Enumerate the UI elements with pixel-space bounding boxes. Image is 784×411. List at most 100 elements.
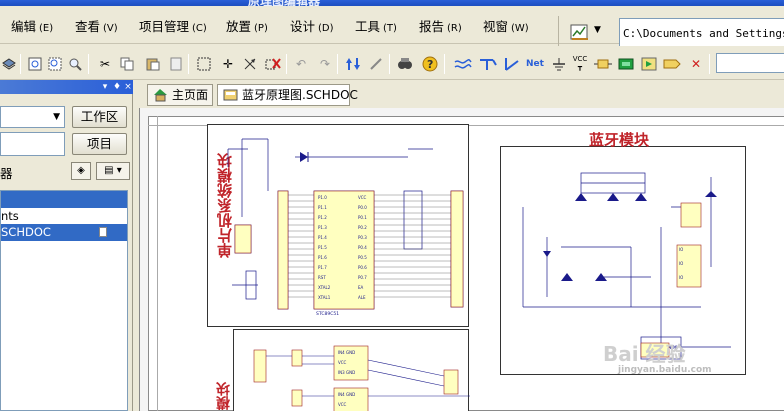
svg-text:XTAL1: XTAL1	[318, 295, 331, 300]
svg-text:IO: IO	[679, 247, 683, 252]
chevron-down-icon: ▼	[53, 112, 60, 122]
schematic-canvas[interactable]: 单片机系统模块	[139, 108, 784, 411]
menu-view[interactable]: 查看(V)	[75, 19, 118, 34]
svg-text:P0.0: P0.0	[358, 205, 367, 210]
third-module-frame[interactable]: 模块 IN4 GND VCC IN3 GND IN4 GND VCC	[216, 329, 470, 411]
list-item-label: nts	[1, 209, 19, 223]
hierarchy-icon[interactable]	[344, 55, 362, 72]
svg-text:P0.3: P0.3	[358, 235, 367, 240]
svg-text:P1.4: P1.4	[318, 235, 327, 240]
bt-vcc-label: VCC	[669, 345, 678, 350]
wire-icon[interactable]	[454, 55, 472, 72]
menu-design[interactable]: 设计(D)	[290, 19, 334, 34]
select-cross-icon[interactable]	[242, 55, 260, 72]
rubber-stamp-icon[interactable]	[167, 55, 185, 72]
list-item[interactable]: nts	[1, 208, 127, 225]
select-area-icon[interactable]	[195, 55, 213, 72]
menu-edit[interactable]: 编辑(E)	[11, 19, 54, 34]
zoom-combo[interactable]	[716, 53, 784, 73]
home-icon	[154, 89, 167, 102]
menu-tools[interactable]: 工具(T)	[355, 19, 397, 34]
svg-text:P1.3: P1.3	[318, 225, 327, 230]
cross-probe-icon[interactable]	[367, 55, 385, 72]
svg-text:VCC: VCC	[338, 402, 347, 407]
cut-icon[interactable]: ✂	[99, 56, 111, 71]
undo-icon[interactable]: ↶	[295, 56, 307, 71]
document-path-field[interactable]: C:\Documents and Settings\ad	[619, 18, 784, 48]
sheet-entry-icon[interactable]	[640, 55, 658, 72]
svg-text:IO: IO	[679, 261, 683, 266]
browse-library-icon[interactable]	[396, 55, 414, 72]
svg-text:P1.0: P1.0	[318, 195, 327, 200]
close-icon[interactable]: ×	[124, 82, 132, 92]
layers-icon[interactable]	[0, 55, 18, 72]
svg-text:VCC: VCC	[338, 360, 347, 365]
bus-entry-icon[interactable]	[502, 55, 520, 72]
net-label-icon[interactable]: Net	[524, 55, 546, 72]
third-circuit-drawing: IN4 GND VCC IN3 GND IN4 GND VCC	[253, 345, 470, 411]
tab-label: 蓝牙原理图.SCHDOC	[242, 88, 358, 102]
svg-text:IN4 GND: IN4 GND	[338, 392, 355, 397]
tab-home[interactable]: 主页面	[147, 84, 213, 106]
project-button[interactable]: 项目	[72, 133, 127, 155]
svg-text:P1.5: P1.5	[318, 245, 327, 250]
clear-selection-icon[interactable]	[264, 55, 282, 72]
mcu-chip-label: STC89C51	[316, 311, 339, 317]
document-path-icon[interactable]	[569, 22, 591, 42]
list-item[interactable]	[1, 191, 127, 208]
toolbar-separator	[389, 54, 390, 74]
zoom-area-icon[interactable]	[46, 55, 64, 72]
menu-window[interactable]: 视窗(W)	[483, 19, 529, 34]
bus-icon[interactable]	[479, 55, 497, 72]
no-erc-icon[interactable]: ✕	[690, 56, 702, 71]
title-bar: 原理图编辑器	[0, 0, 784, 8]
chevron-down-icon[interactable]: ▾	[102, 82, 108, 92]
pin-icon[interactable]: ♦	[112, 82, 122, 92]
menu-place[interactable]: 放置(P)	[226, 19, 268, 34]
workspace-combo[interactable]: ▼	[0, 106, 65, 128]
bluetooth-module-title: 蓝牙模块	[589, 131, 650, 149]
menu-project[interactable]: 项目管理(C)	[139, 19, 207, 34]
paste-icon[interactable]	[144, 55, 162, 72]
chevron-down-icon[interactable]: ▼	[594, 25, 601, 35]
vcc-port-icon[interactable]: VCC┳	[572, 55, 588, 71]
zoom-selected-icon[interactable]	[66, 55, 84, 72]
power-port-icon[interactable]	[550, 55, 568, 72]
workspace-button[interactable]: 工作区	[72, 106, 127, 128]
project-field[interactable]	[0, 132, 65, 156]
svg-text:P1.7: P1.7	[318, 265, 327, 270]
toolbar-separator	[444, 54, 445, 74]
mcu-module-frame[interactable]: 单片机系统模块	[207, 124, 469, 327]
svg-text:P0.2: P0.2	[358, 225, 367, 230]
port-icon[interactable]	[663, 55, 681, 72]
svg-text:P0.7: P0.7	[358, 275, 367, 280]
list-item[interactable]: SCHDOC	[1, 224, 127, 241]
bluetooth-module-frame[interactable]: 蓝牙模块	[500, 131, 746, 375]
watermark-url: jingyan.baidu.com	[618, 365, 712, 375]
move-icon[interactable]: ✛	[222, 56, 234, 71]
svg-text:IN3 GND: IN3 GND	[338, 370, 355, 375]
structure-view-icon[interactable]: ▤ ▾	[96, 162, 130, 180]
panel-title-bar: ▾ ♦ ×	[0, 80, 133, 94]
help-icon[interactable]: ?	[421, 55, 439, 72]
svg-text:IO: IO	[679, 275, 683, 280]
third-module-title: 模块	[216, 382, 232, 410]
copy-icon[interactable]	[118, 55, 136, 72]
bluetooth-circuit-drawing: VCC IO IO IO	[522, 172, 731, 360]
project-view-icon[interactable]: ◈	[71, 162, 91, 180]
zoom-fit-icon[interactable]	[26, 55, 44, 72]
sheet-symbol-icon[interactable]	[617, 55, 635, 72]
toolbar-separator	[286, 54, 287, 74]
redo-icon[interactable]: ↷	[319, 56, 331, 71]
list-item-label: SCHDOC	[1, 225, 51, 239]
svg-text:IN4 GND: IN4 GND	[338, 350, 355, 355]
toolbar-separator	[337, 54, 338, 74]
tab-schematic[interactable]: 蓝牙原理图.SCHDOC	[217, 84, 358, 106]
svg-text:P0.1: P0.1	[358, 215, 367, 220]
svg-text:P1.2: P1.2	[318, 215, 327, 220]
component-icon[interactable]	[594, 55, 612, 72]
toolbar-separator	[709, 54, 710, 74]
menu-reports[interactable]: 报告(R)	[419, 19, 462, 34]
document-tabs: 主页面 蓝牙原理图.SCHDOC	[139, 80, 784, 108]
section-label: 器	[0, 166, 13, 181]
